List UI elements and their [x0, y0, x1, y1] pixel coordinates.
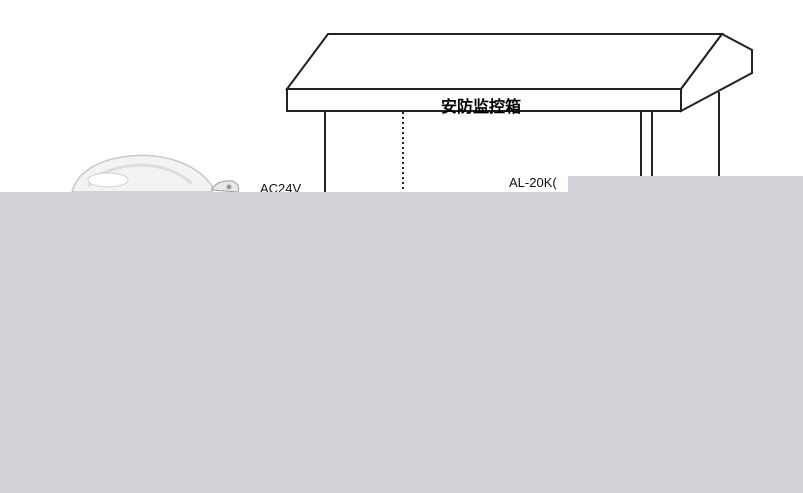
occlusion-panel-right	[568, 176, 803, 193]
roof-front-face	[286, 88, 682, 112]
camera-mount-bracket	[211, 180, 240, 193]
camera-dome-shell	[71, 154, 213, 193]
camera-mount-screw	[226, 184, 232, 190]
dome-camera-icon	[71, 154, 240, 193]
roof-right-face	[680, 32, 753, 113]
roof-top-face	[285, 33, 724, 90]
cabinet-title: 安防监控箱	[441, 97, 522, 116]
cabinet-body	[324, 92, 720, 192]
cabinet-roof	[285, 32, 753, 113]
occlusion-panel-main	[0, 192, 803, 493]
camera-dome-band	[87, 172, 129, 188]
device-label: AL-20K(	[509, 175, 557, 190]
